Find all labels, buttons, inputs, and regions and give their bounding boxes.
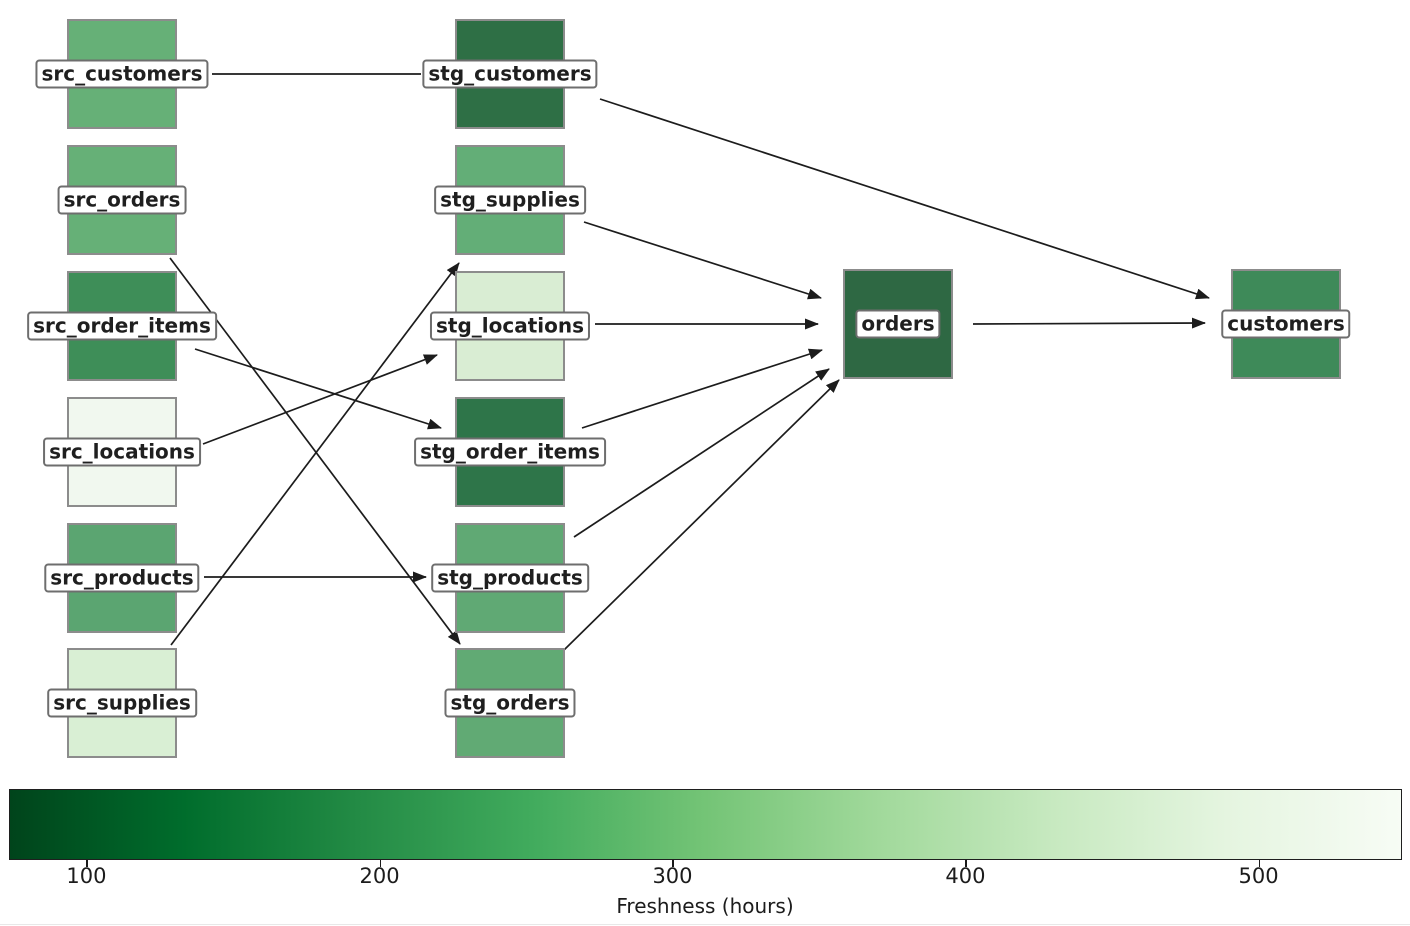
colorbar-tick-label-400: 400 bbox=[945, 864, 986, 888]
node-label-orders: orders bbox=[855, 309, 941, 339]
freshness-colorbar bbox=[9, 789, 1402, 860]
node-label-stg_order_items: stg_order_items bbox=[414, 437, 606, 467]
colorbar-tick-300 bbox=[672, 860, 674, 867]
edge-src_order_items-to-stg_order_items bbox=[194, 348, 442, 430]
node-label-src_supplies: src_supplies bbox=[47, 688, 197, 718]
colorbar-tick-400 bbox=[965, 860, 967, 867]
colorbar-tick-200 bbox=[379, 860, 382, 867]
node-label-src_order_items: src_order_items bbox=[27, 311, 217, 341]
node-label-src_orders: src_orders bbox=[57, 185, 187, 215]
colorbar-tick-500 bbox=[1258, 860, 1261, 867]
node-label-stg_supplies: stg_supplies bbox=[434, 185, 586, 215]
edge-stg_orders-to-orders bbox=[563, 379, 840, 651]
edge-src_locations-to-stg_locations bbox=[202, 354, 438, 445]
edge-orders-to-customers bbox=[972, 317, 1206, 329]
node-label-stg_customers: stg_customers bbox=[422, 59, 598, 89]
edge-stg_products-to-orders bbox=[573, 368, 830, 538]
node-label-src_customers: src_customers bbox=[35, 59, 209, 89]
node-label-stg_locations: stg_locations bbox=[429, 311, 591, 341]
colorbar-tick-label-300: 300 bbox=[652, 864, 693, 888]
edge-stg_supplies-to-orders bbox=[583, 221, 822, 300]
node-label-src_products: src_products bbox=[44, 563, 200, 593]
node-label-stg_orders: stg_orders bbox=[444, 688, 576, 718]
node-label-customers: customers bbox=[1221, 309, 1351, 339]
edge-stg_order_items-to-orders bbox=[581, 348, 823, 429]
node-label-src_locations: src_locations bbox=[43, 437, 201, 467]
colorbar-tick-label-200: 200 bbox=[359, 864, 400, 888]
node-label-stg_products: stg_products bbox=[431, 563, 589, 593]
colorbar-tick-100 bbox=[86, 860, 88, 867]
edge-src_supplies-to-stg_supplies bbox=[170, 262, 460, 646]
figure-bottom-edge bbox=[0, 924, 1410, 925]
colorbar-axis-label: Freshness (hours) bbox=[616, 894, 794, 918]
colorbar-tick-label-100: 100 bbox=[66, 864, 107, 888]
colorbar-tick-label-500: 500 bbox=[1238, 864, 1279, 888]
edge-src_orders-to-stg_orders bbox=[169, 257, 461, 645]
edge-stg_customers-to-customers bbox=[599, 98, 1210, 300]
